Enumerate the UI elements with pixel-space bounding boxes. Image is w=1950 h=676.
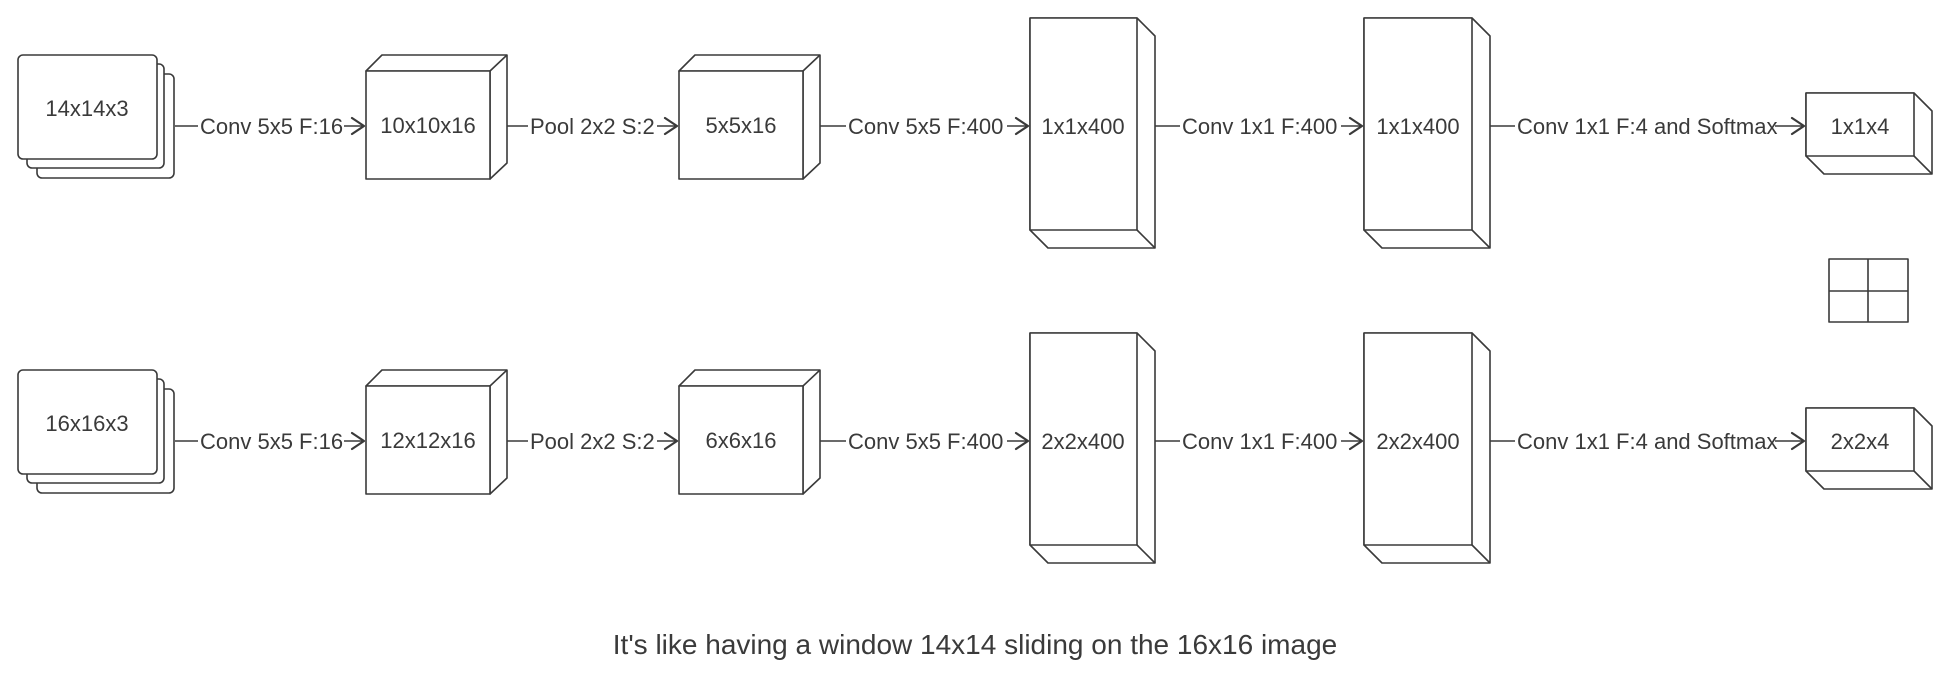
arrow-head <box>1790 431 1806 451</box>
tensor-2-1: 12x12x16 <box>365 369 508 495</box>
connector-1-1: Conv 5x5 F:16 <box>175 114 366 139</box>
tensor-2-4: 2x2x400 <box>1363 332 1491 564</box>
arrow-head <box>1014 116 1030 136</box>
connector-2-3: Conv 5x5 F:400 <box>820 429 1030 454</box>
arrow-head <box>350 116 366 136</box>
op-conv-label-1-4: Conv 1x1 F:400 <box>1182 114 1337 139</box>
tensor-label-1-2: 5x5x16 <box>706 113 777 138</box>
tensor-label-1-3: 1x1x400 <box>1041 114 1124 139</box>
tensor-label-2-2: 6x6x16 <box>706 428 777 453</box>
input-label-2: 16x16x3 <box>45 411 128 436</box>
row-1: 14x14x3 Conv 5x5 F:16 10x10x16 Pool 2x2 … <box>17 17 1933 249</box>
tensor-label-1-4: 1x1x400 <box>1376 114 1459 139</box>
connector-1-3: Conv 5x5 F:400 <box>820 114 1030 139</box>
connector-2-1: Conv 5x5 F:16 <box>175 429 366 454</box>
connector-1-4: Conv 1x1 F:400 <box>1155 114 1364 139</box>
op-conv-label-1-1: Conv 5x5 F:16 <box>200 114 343 139</box>
op-softmax-label-1: Conv 1x1 F:4 and Softmax <box>1517 114 1777 139</box>
input-stack-1: 14x14x3 <box>17 54 175 179</box>
tensor-1-2: 5x5x16 <box>678 54 821 180</box>
connector-1-5: Conv 1x1 F:4 and Softmax <box>1490 114 1806 139</box>
op-conv-label-2-3: Conv 5x5 F:400 <box>848 429 1003 454</box>
output-tensor-1: 1x1x4 <box>1805 92 1933 175</box>
op-conv-label-1-3: Conv 5x5 F:400 <box>848 114 1003 139</box>
arrow-head <box>1790 116 1806 136</box>
connector-2-2: Pool 2x2 S:2 <box>507 429 679 454</box>
input-label-1: 14x14x3 <box>45 96 128 121</box>
tensor-1-3: 1x1x400 <box>1029 17 1156 249</box>
op-softmax-label-2: Conv 1x1 F:4 and Softmax <box>1517 429 1777 454</box>
output-tensor-2: 2x2x4 <box>1805 407 1933 490</box>
tensor-label-1-1: 10x10x16 <box>380 113 475 138</box>
tensor-label-2-4: 2x2x400 <box>1376 429 1459 454</box>
connector-2-4: Conv 1x1 F:400 <box>1155 429 1364 454</box>
tensor-1-4: 1x1x400 <box>1363 17 1491 249</box>
connector-2-5: Conv 1x1 F:4 and Softmax <box>1490 429 1806 454</box>
op-pool-label-2: Pool 2x2 S:2 <box>530 429 655 454</box>
tensor-label-2-3: 2x2x400 <box>1041 429 1124 454</box>
row-2: 16x16x3 Conv 5x5 F:16 12x12x16 Pool 2x2 … <box>17 332 1933 564</box>
caption: It's like having a window 14x14 sliding … <box>613 629 1337 660</box>
output-label-2: 2x2x4 <box>1831 429 1890 454</box>
grid-2x2-icon <box>1828 258 1909 323</box>
tensor-label-2-1: 12x12x16 <box>380 428 475 453</box>
op-conv-label-2-4: Conv 1x1 F:400 <box>1182 429 1337 454</box>
tensor-1-1: 10x10x16 <box>365 54 508 180</box>
arrow-head <box>1348 116 1364 136</box>
tensor-2-3: 2x2x400 <box>1029 332 1156 564</box>
arrow-head <box>663 116 679 136</box>
op-pool-label-1: Pool 2x2 S:2 <box>530 114 655 139</box>
arrow-head <box>1348 431 1364 451</box>
tensor-2-2: 6x6x16 <box>678 369 821 495</box>
input-stack-2: 16x16x3 <box>17 369 175 494</box>
arrow-head <box>350 431 366 451</box>
output-label-1: 1x1x4 <box>1831 114 1890 139</box>
arrow-head <box>663 431 679 451</box>
connector-1-2: Pool 2x2 S:2 <box>507 114 679 139</box>
op-conv-label-2-1: Conv 5x5 F:16 <box>200 429 343 454</box>
arrow-head <box>1014 431 1030 451</box>
